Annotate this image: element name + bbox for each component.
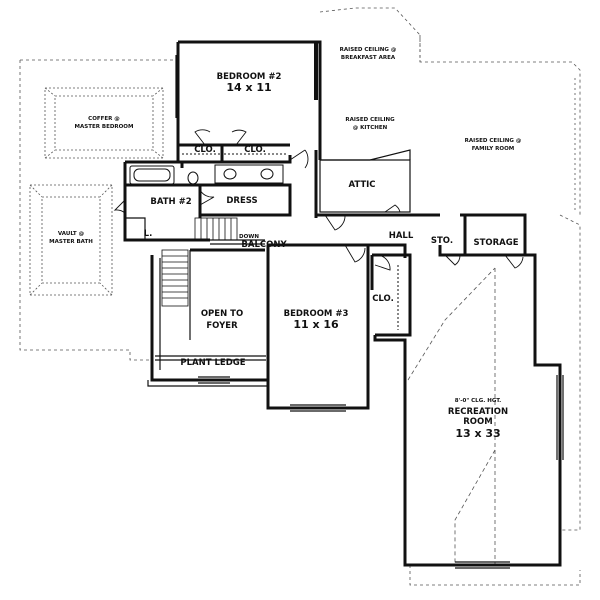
linen-closet xyxy=(125,217,146,240)
vault-label-2: MASTER BATH xyxy=(49,239,93,245)
thin-walls xyxy=(125,55,564,569)
door-clo2 xyxy=(231,129,247,146)
window-foyer xyxy=(198,376,230,384)
bath-walls xyxy=(123,160,200,242)
sto-label: STO. xyxy=(431,236,453,246)
vault-label-1: VAULT @ xyxy=(58,231,85,237)
lower-gable-outline xyxy=(409,565,581,586)
bedroom3-size: 11 x 16 xyxy=(293,318,339,331)
hall-label: HALL xyxy=(389,231,414,241)
bedroom2-name: BEDROOM #2 xyxy=(217,72,282,82)
foyer-inner xyxy=(159,250,191,370)
left-roof-outline xyxy=(19,59,178,361)
toilet xyxy=(187,171,199,185)
window-rec-side xyxy=(556,375,564,460)
door-clo1 xyxy=(194,129,211,146)
vault-outline xyxy=(29,184,113,296)
sink-2 xyxy=(260,168,274,180)
door-dress xyxy=(199,189,215,206)
sink-1 xyxy=(223,168,237,180)
rec-ridge-2 xyxy=(407,267,496,381)
closet1-label: CLO. xyxy=(194,145,216,155)
attic-angle xyxy=(320,149,411,161)
door-bath xyxy=(113,199,126,214)
down-label: DOWN xyxy=(239,234,259,240)
right-lower-outline xyxy=(559,214,581,531)
door-b3 xyxy=(344,244,366,263)
foyer-walls xyxy=(150,245,270,382)
closet3-walls xyxy=(370,253,412,337)
bedroom3-name: BEDROOM #3 xyxy=(284,309,349,319)
center-walls xyxy=(314,150,440,218)
foyer-label: FOYER xyxy=(206,321,238,331)
door-b2 xyxy=(289,149,309,169)
doors xyxy=(113,129,524,271)
door-hall xyxy=(324,214,346,231)
rec-ceiling-note: 8'-0" CLG. HGT. xyxy=(455,398,502,404)
closet3-label: CLO. xyxy=(372,294,394,304)
bedroom3-walls xyxy=(266,243,370,410)
rec-ridge-3 xyxy=(454,449,496,565)
stairs xyxy=(161,217,238,307)
closet2-label: CLO. xyxy=(244,145,266,155)
raised-breakfast-1: RAISED CEILING @ xyxy=(340,47,397,53)
raised-kitchen-1: RAISED CEILING xyxy=(345,117,395,123)
door-attic xyxy=(384,204,401,213)
door-clo3 xyxy=(374,254,391,271)
bathtub xyxy=(129,165,175,185)
bedroom2-size: 14 x 11 xyxy=(226,81,271,94)
coffer-label-1: COFFER @ xyxy=(88,116,120,122)
open-to-label: OPEN TO xyxy=(201,309,243,319)
bottom-ledge xyxy=(147,380,268,387)
rec-size: 13 x 33 xyxy=(455,427,500,440)
fixtures xyxy=(129,153,399,330)
coffer-outline xyxy=(44,87,164,159)
rec-walls xyxy=(373,245,562,567)
plant-ledge xyxy=(155,355,266,361)
vanity xyxy=(214,164,284,184)
rec-name: RECREATION xyxy=(448,407,508,417)
bedroom2-walls xyxy=(176,40,322,164)
room-labels: BEDROOM #2 14 x 11 CLO. CLO. BATH #2 DRE… xyxy=(49,47,522,440)
window-rec xyxy=(455,561,510,569)
raised-kitchen-2: @ KITCHEN xyxy=(353,125,388,131)
roof-outlines xyxy=(19,7,581,586)
raised-family-1: RAISED CEILING @ xyxy=(465,138,522,144)
bathtub-inner xyxy=(133,168,171,182)
window-b3 xyxy=(290,404,346,412)
door-sto xyxy=(444,254,461,266)
storage-label: STORAGE xyxy=(473,238,518,248)
family-roof-outline xyxy=(419,35,576,210)
linen-label: L. xyxy=(144,229,153,239)
upper-roof-outline xyxy=(319,7,581,215)
hall-east xyxy=(460,213,527,255)
raised-family-2: FAMILY ROOM xyxy=(472,146,515,152)
hall-bottom xyxy=(368,243,407,258)
walls xyxy=(123,40,562,567)
balcony-label: BALCONY xyxy=(241,240,287,250)
bath2-label: BATH #2 xyxy=(150,197,191,207)
raised-breakfast-2: BREAKFAST AREA xyxy=(341,55,396,61)
closet-walls xyxy=(180,145,224,168)
coffer-label-2: MASTER BEDROOM xyxy=(75,124,134,130)
door-storage xyxy=(504,254,524,269)
attic-label: ATTIC xyxy=(348,180,375,190)
dress-label: DRESS xyxy=(226,196,257,206)
plant-ledge-label: PLANT LEDGE xyxy=(180,358,245,368)
rec-name-2: ROOM xyxy=(463,417,492,427)
